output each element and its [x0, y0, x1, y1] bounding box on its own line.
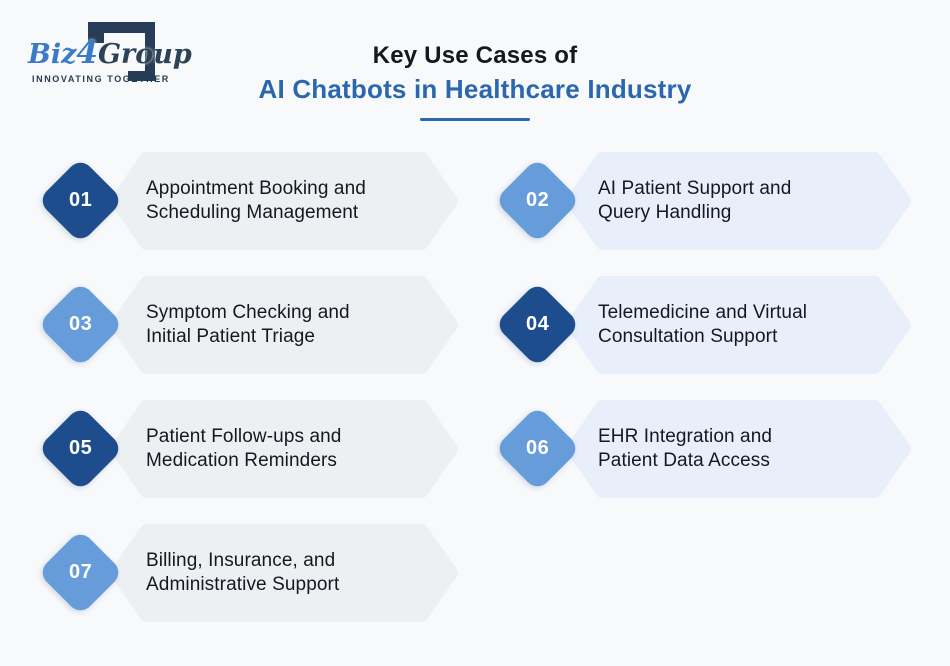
- number-badge-text: 06: [525, 437, 550, 459]
- hexagon-banner: [110, 152, 458, 250]
- logo-word-biz: Biz: [28, 39, 77, 70]
- use-case-label-line1: Telemedicine and Virtual: [598, 302, 808, 323]
- use-case-label-line2: Medication Reminders: [146, 450, 338, 471]
- use-case-label-line1: Patient Follow-ups and: [146, 426, 342, 447]
- page-title: Key Use Cases of AI Chatbots in Healthca…: [0, 42, 950, 121]
- use-case-label-line1: Billing, Insurance, and: [146, 550, 336, 571]
- use-case-label-line2: Patient Data Access: [598, 450, 770, 471]
- logo-tagline: INNOVATING TOGETHER: [32, 74, 170, 84]
- use-case-label: Symptom Checking and Initial Patient Tri…: [146, 276, 426, 374]
- use-case-label: EHR Integration and Patient Data Access: [598, 400, 878, 498]
- number-badge-text: 04: [525, 313, 550, 335]
- use-case-item-07: Billing, Insurance, and Administrative S…: [0, 524, 950, 622]
- use-case-label-line1: Appointment Booking and: [146, 178, 366, 199]
- use-case-item-03: Symptom Checking and Initial Patient Tri…: [0, 276, 950, 374]
- hexagon-banner: [566, 276, 911, 374]
- use-case-item-01: Appointment Booking and Scheduling Manag…: [0, 152, 950, 250]
- title-line-1: Key Use Cases of: [372, 42, 578, 69]
- title-line-2: AI Chatbots in Healthcare Industry: [258, 74, 692, 104]
- use-case-label-line2: Initial Patient Triage: [146, 326, 316, 347]
- hexagon-banner: [110, 524, 458, 622]
- hexagon-banner: [566, 152, 911, 250]
- use-case-label: Patient Follow-ups and Medication Remind…: [146, 400, 426, 498]
- use-case-item-02: AI Patient Support and Query Handling 02: [0, 152, 950, 250]
- number-badge-text: 02: [525, 189, 550, 211]
- use-case-item-06: EHR Integration and Patient Data Access …: [0, 400, 950, 498]
- use-case-label-line2: Scheduling Management: [146, 202, 359, 223]
- hexagon-banner: [110, 400, 458, 498]
- title-underline: [420, 118, 530, 121]
- use-case-label: AI Patient Support and Query Handling: [598, 152, 878, 250]
- logo-word-group: Group: [98, 39, 192, 70]
- use-case-label-line1: AI Patient Support and: [598, 178, 792, 199]
- use-case-label: Appointment Booking and Scheduling Manag…: [146, 152, 426, 250]
- number-badge-text: 07: [68, 561, 93, 583]
- use-case-label-line2: Consultation Support: [598, 326, 778, 347]
- use-case-item-04: Telemedicine and Virtual Consultation Su…: [0, 276, 950, 374]
- use-case-label-line1: Symptom Checking and: [146, 302, 350, 323]
- use-case-label-line2: Administrative Support: [146, 574, 340, 595]
- use-case-label: Telemedicine and Virtual Consultation Su…: [598, 276, 878, 374]
- hexagon-banner: [566, 400, 911, 498]
- use-case-label-line1: EHR Integration and: [598, 426, 773, 447]
- hexagon-banner: [110, 276, 458, 374]
- use-case-label: Billing, Insurance, and Administrative S…: [146, 524, 426, 622]
- logo-bracket-icon: [88, 22, 155, 81]
- logo-wordmark: Biz4Group: [28, 38, 192, 69]
- use-case-item-05: Patient Follow-ups and Medication Remind…: [0, 400, 950, 498]
- biz4group-logo: Biz4Group INNOVATING TOGETHER: [28, 12, 192, 98]
- use-case-label-line2: Query Handling: [598, 202, 732, 223]
- logo-word-4: 4: [76, 35, 98, 71]
